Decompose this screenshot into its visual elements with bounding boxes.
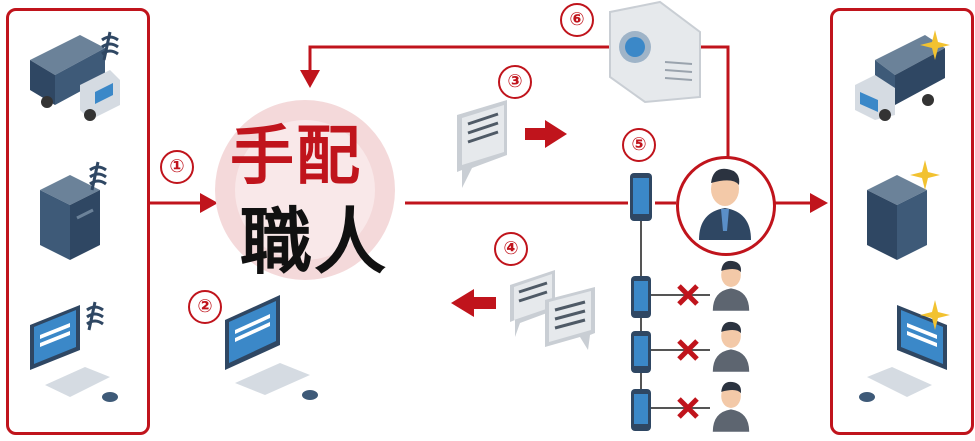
cross-icon [677, 339, 699, 361]
tehai-shokunin-logo: 手配 職人 [205, 95, 410, 290]
chat-bubbles-icon [510, 270, 595, 350]
logo-line-2: 職人 [240, 199, 389, 284]
smartphone-icon [631, 389, 651, 431]
cross-icon [677, 397, 699, 419]
step-1-label: ① [160, 150, 194, 184]
step-4-label: ④ [494, 232, 528, 266]
person-icon [699, 168, 751, 240]
server-icon [40, 175, 100, 260]
smartphone-icon [630, 173, 652, 221]
computer-icon [859, 305, 947, 402]
person-icon [712, 321, 750, 372]
step-5-label: ⑤ [622, 128, 656, 162]
person-icon [712, 260, 750, 311]
signal-icon [89, 161, 107, 191]
sparkle-icon [920, 30, 950, 60]
smartphone-icon [631, 331, 651, 373]
truck-icon [30, 35, 120, 121]
signal-icon [86, 301, 104, 331]
chat-bubble-icon [457, 100, 507, 188]
signal-icon [101, 31, 119, 61]
computer-icon [225, 295, 318, 400]
step-6-label: ⑥ [560, 3, 594, 37]
cross-icon [677, 284, 699, 306]
sparkle-icon [920, 300, 950, 330]
logo-line-1: 手配 [230, 119, 362, 194]
server-icon [867, 175, 927, 260]
step-2-label: ② [188, 290, 222, 324]
sparkle-icon [910, 160, 940, 190]
computer-icon [30, 305, 118, 402]
document-icon [609, 0, 701, 104]
person-icon [712, 381, 750, 432]
smartphone-icon [631, 276, 651, 318]
step-3-label: ③ [498, 65, 532, 99]
